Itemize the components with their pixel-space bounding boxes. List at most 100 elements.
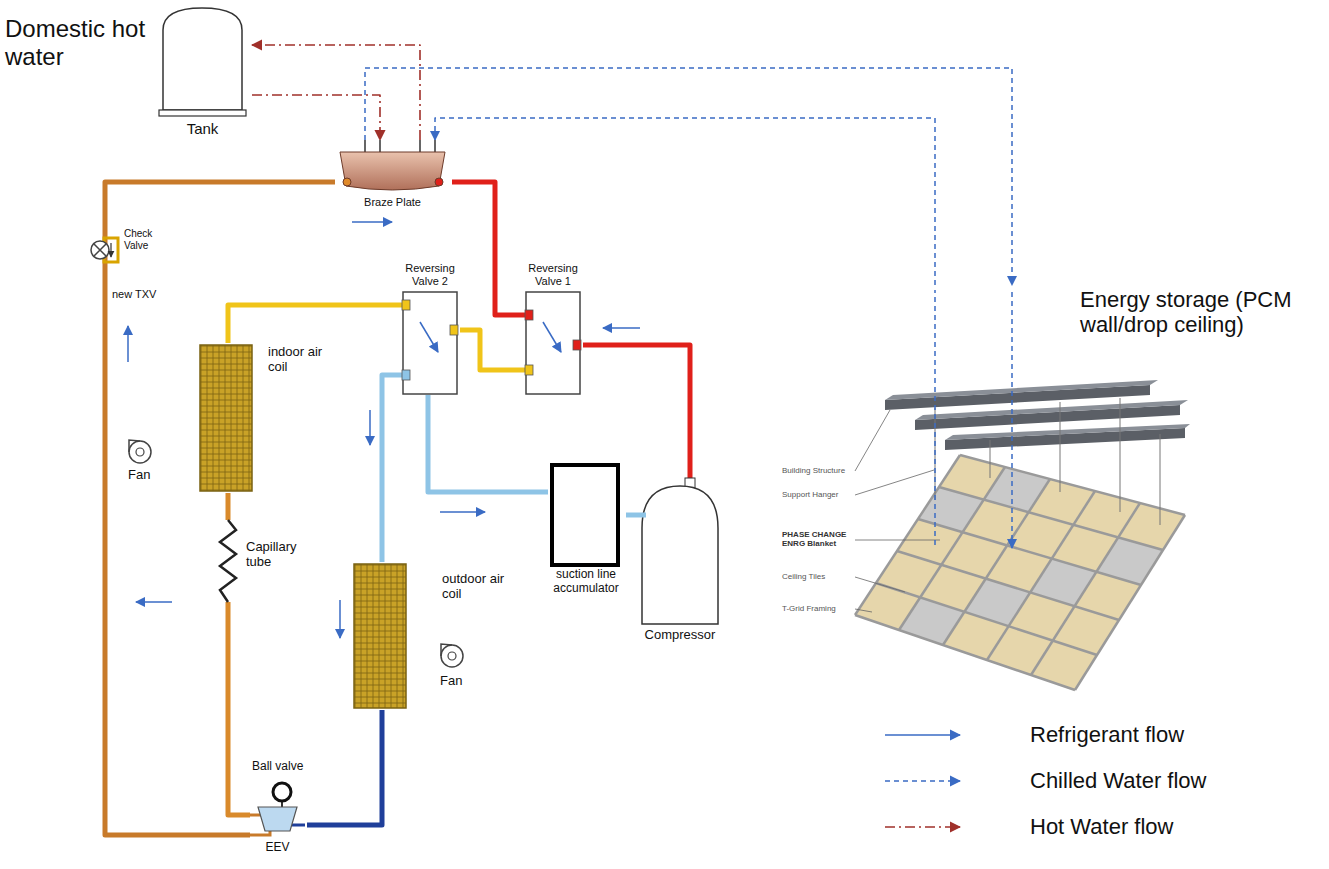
hanger — [1120, 398, 1121, 512]
beam-top — [945, 424, 1190, 440]
legend-line — [885, 826, 960, 828]
node-label: indoor air coil — [268, 345, 330, 375]
expansion-valve: EEV — [250, 805, 307, 857]
brazed-plate-exchanger: Braze Plate — [335, 140, 452, 212]
grid-bar — [855, 455, 960, 615]
hanger — [990, 440, 991, 478]
reversing-valve: Reversing Valve 2 — [402, 262, 460, 395]
valve-body — [526, 292, 580, 394]
grid-bar — [876, 583, 1097, 655]
refrigerant-pipe — [228, 305, 402, 343]
beam-top — [915, 400, 1188, 420]
flow-arrow — [543, 322, 561, 352]
node-label: Compressor — [630, 628, 730, 643]
fan-icon — [129, 440, 151, 463]
node-label: Tank — [155, 120, 250, 137]
leader-lines — [855, 410, 940, 612]
water-line — [252, 95, 380, 140]
refrigerant-pipe — [428, 395, 548, 492]
chilled-supply — [1011, 292, 1013, 548]
legend-row: Chilled Water flow — [880, 758, 1320, 804]
eev-body — [258, 807, 297, 831]
capillary-zigzag — [220, 520, 236, 602]
legend-row: Refrigerant flow — [880, 712, 1320, 758]
refrigerant-pipe — [307, 710, 382, 825]
air-coil: indoor air coil — [198, 343, 333, 493]
hanger — [1060, 402, 1061, 492]
flow-arrow — [352, 221, 392, 223]
suction-stub — [630, 513, 646, 518]
valve-port — [573, 340, 581, 350]
ball-valve-symbol — [273, 783, 291, 807]
hanger — [1160, 434, 1161, 525]
legend-sample — [880, 758, 970, 804]
legend-sample — [880, 804, 970, 850]
legend-sample — [880, 712, 970, 758]
part-callout: Support Hanger — [782, 490, 852, 499]
grid-bar — [1075, 515, 1185, 690]
node-label: EEV — [250, 841, 305, 855]
legend-line — [885, 734, 960, 736]
component-label: new TXV — [112, 288, 157, 301]
valve-port — [525, 365, 533, 375]
refrigerant-pipe — [460, 330, 525, 370]
support-hangers — [935, 398, 1160, 525]
coil-body — [354, 564, 406, 708]
suction-accumulator: suction line accumulator — [548, 462, 626, 602]
fan-housing — [129, 441, 151, 463]
fan-housing — [441, 645, 463, 667]
legend: Refrigerant flowChilled Water flowHot Wa… — [880, 712, 1320, 850]
node-label: Energy storage (PCM wall/drop ceiling) — [1080, 287, 1320, 338]
leader-line — [855, 470, 934, 495]
reversing-valve: Reversing Valve 1 — [525, 262, 583, 395]
flow-arrow — [603, 327, 640, 329]
capillary-mask — [218, 520, 238, 602]
valve-body — [403, 292, 457, 394]
flow-arrow — [420, 322, 438, 352]
valve-port — [525, 310, 533, 320]
grid-bar — [855, 615, 1075, 690]
port — [343, 178, 351, 186]
fan-hub — [448, 652, 456, 660]
fan-outlet — [129, 440, 140, 452]
legend-line — [885, 780, 960, 782]
valve-cross — [94, 244, 106, 256]
ceiling-tiles — [855, 455, 1185, 690]
component-label: Fan — [128, 468, 158, 483]
chilled-water-pipes — [935, 290, 1012, 548]
flow-arrow — [127, 326, 129, 362]
node-label: Braze Plate — [335, 196, 450, 209]
legend-row: Hot Water flow — [880, 804, 1320, 850]
refrigerant-pipe — [105, 182, 335, 835]
node-art — [630, 478, 730, 650]
valve-port — [402, 370, 410, 380]
fan-hub — [136, 448, 144, 456]
ceiling-tile — [1031, 641, 1097, 690]
refrigerant-pipe — [382, 375, 402, 562]
check-valve-symbol — [91, 238, 118, 262]
leader-line — [855, 540, 940, 541]
part-callout: Ceiling Tiles — [782, 572, 852, 581]
refrigerant-pipe — [583, 345, 690, 478]
chilled-return — [934, 290, 936, 545]
compressor-shell — [642, 486, 718, 624]
pipe-stub — [292, 824, 305, 827]
part-callout: Building Structure — [782, 466, 852, 475]
part-callout: PHASE CHANGE ENRG Blanket — [782, 530, 848, 548]
grid-bar — [987, 491, 1095, 660]
node-label: suction line accumulator — [548, 568, 624, 596]
t-grid-framing — [855, 455, 1185, 690]
refrigerant-pipe — [626, 513, 630, 518]
fan-outlet — [441, 644, 452, 656]
refrigerant-pipe — [452, 182, 525, 315]
node-art — [198, 343, 333, 493]
ceiling-illustration — [855, 290, 1190, 690]
water-line — [365, 68, 1012, 285]
flow-arrow — [136, 601, 172, 603]
legend-label: Refrigerant flow — [1030, 712, 1184, 758]
flow-arrow — [440, 511, 485, 513]
coil-body — [200, 345, 252, 491]
component-label: Capillary tube — [246, 540, 308, 570]
node-art — [770, 285, 1329, 695]
capillary-tube-symbol — [218, 520, 238, 602]
